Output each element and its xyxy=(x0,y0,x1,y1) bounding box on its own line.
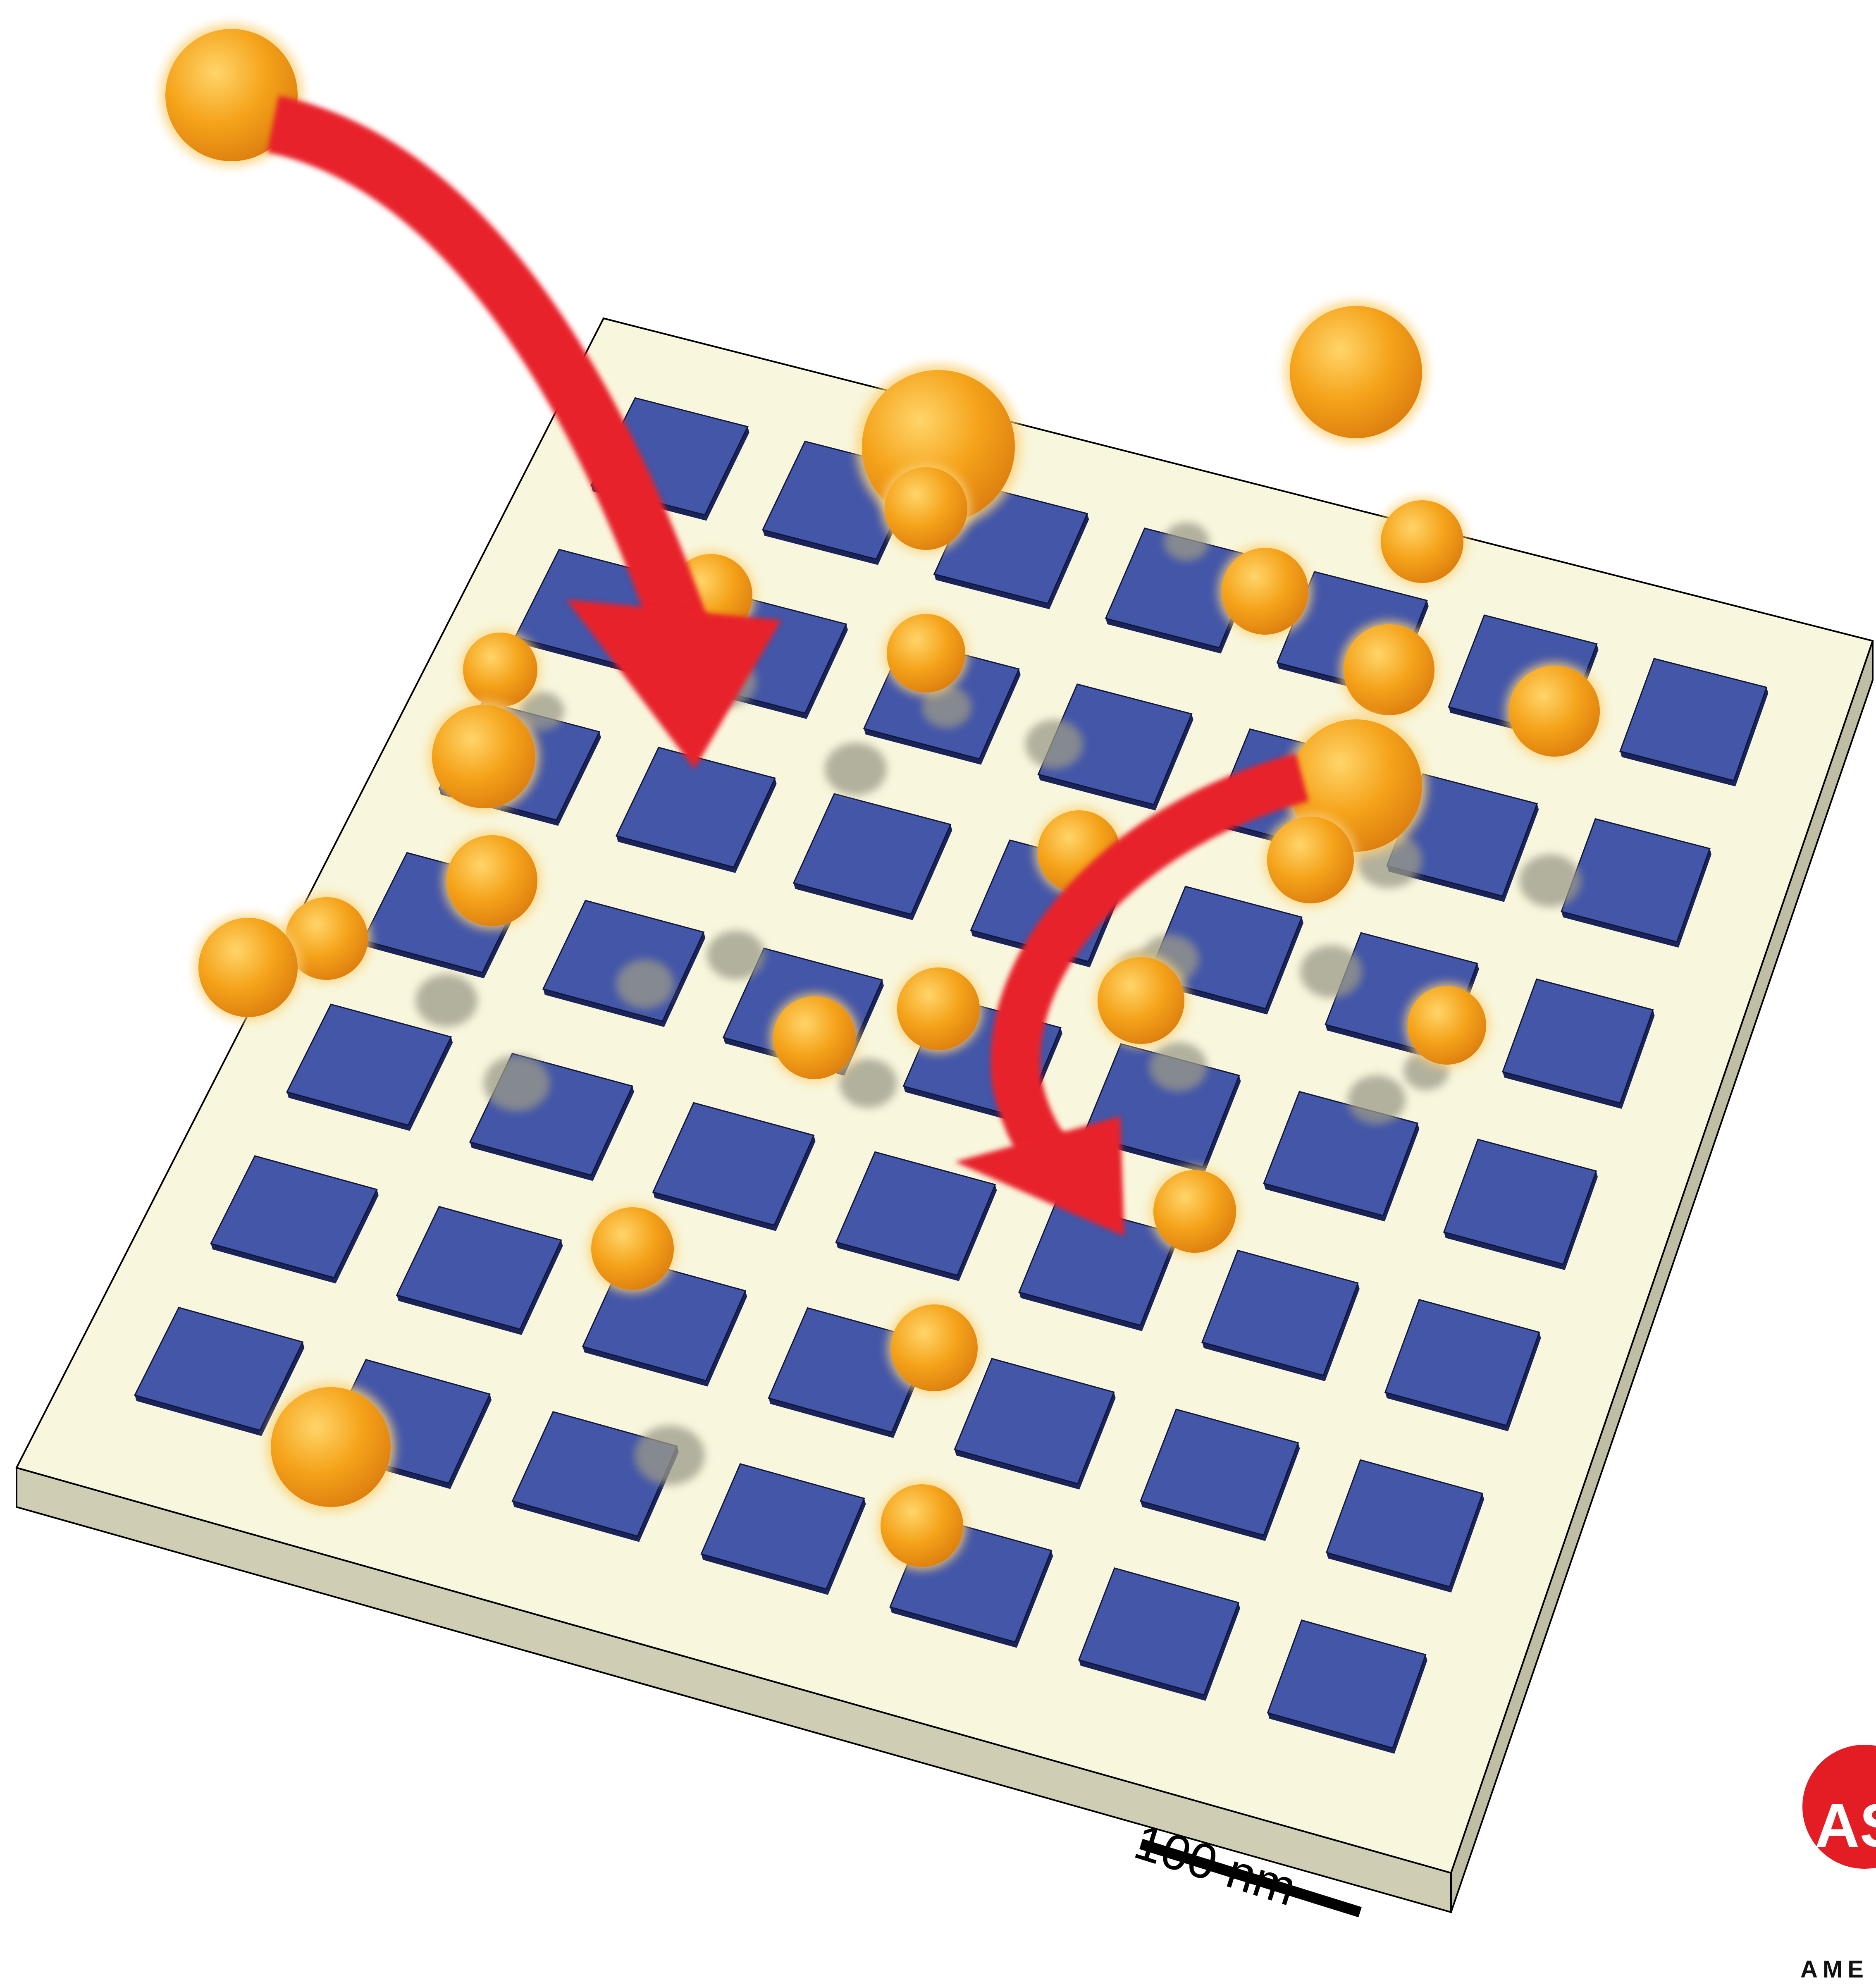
particle-shadow xyxy=(635,1426,705,1485)
particle-shadow xyxy=(1300,945,1362,998)
particle xyxy=(881,1484,963,1567)
particle xyxy=(1222,548,1308,635)
particle xyxy=(1509,666,1600,757)
particle xyxy=(446,835,537,926)
particle-shadow xyxy=(1025,720,1083,769)
publisher-logo-subtext: AME xyxy=(1800,1958,1869,1982)
particle xyxy=(1344,624,1434,715)
particle-shadow xyxy=(616,960,674,1009)
particle xyxy=(885,467,967,550)
particle-shadow xyxy=(1149,1042,1207,1091)
particle-shadow xyxy=(1519,854,1581,907)
particle xyxy=(1408,986,1486,1065)
particle-shadow xyxy=(825,743,887,795)
particle xyxy=(1381,500,1463,583)
particle-shadow xyxy=(415,974,477,1027)
particle xyxy=(271,1387,391,1507)
particle xyxy=(887,614,965,693)
particle xyxy=(891,1304,978,1391)
particle xyxy=(773,996,856,1079)
particle xyxy=(897,967,980,1050)
particle-shadow xyxy=(1164,522,1209,561)
particle xyxy=(1267,817,1354,903)
particle xyxy=(591,1207,674,1290)
particle xyxy=(1153,1170,1236,1253)
particle xyxy=(463,633,537,707)
particle xyxy=(198,918,298,1017)
particle xyxy=(1290,306,1422,438)
particle xyxy=(432,705,535,808)
particle-shadow xyxy=(1348,1075,1406,1125)
publisher-logo-text: AS xyxy=(1815,1794,1876,1856)
particle xyxy=(1098,957,1184,1044)
particle-shadow xyxy=(484,1055,550,1111)
particle-shadow xyxy=(707,931,765,980)
